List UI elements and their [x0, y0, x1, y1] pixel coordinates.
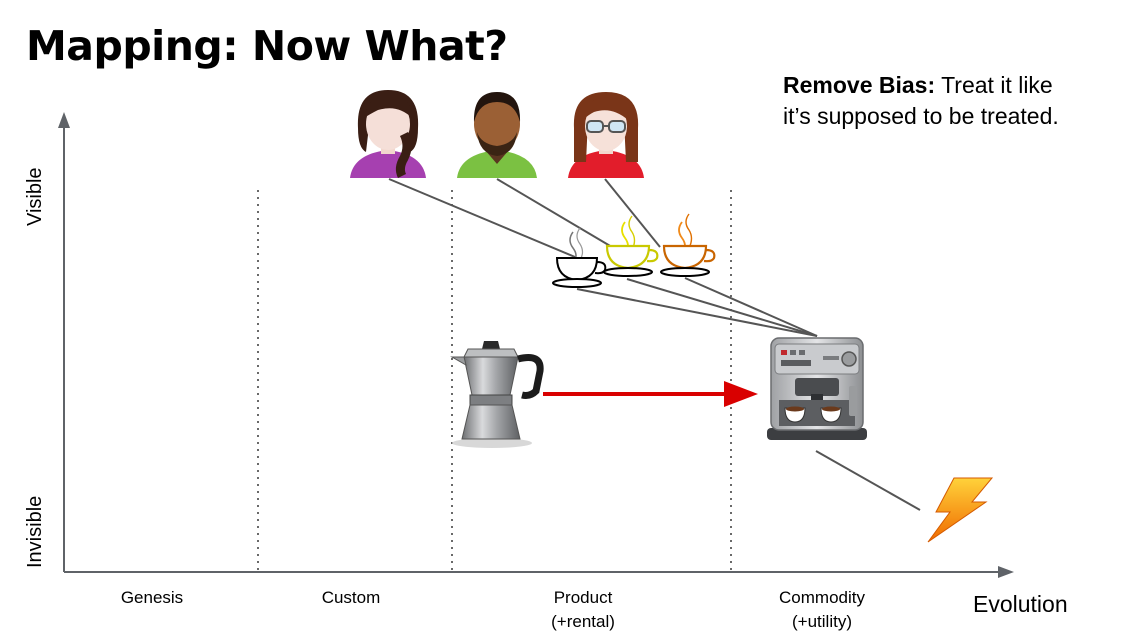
- stage-commodity-line1: Commodity: [779, 588, 865, 607]
- espresso-machine-icon: [767, 337, 867, 440]
- x-axis-arrowhead: [998, 566, 1014, 578]
- moka-pot-icon: [450, 341, 544, 448]
- stage-custom-line1: Custom: [321, 588, 381, 607]
- stage-dividers: [257, 190, 732, 570]
- link-cup2-machine: [626, 278, 818, 337]
- coffee-cup-yellow-icon: [603, 215, 659, 277]
- stage-label-commodity: Commodity (+utility): [742, 586, 902, 634]
- stage-product-line2: (+rental): [551, 612, 615, 631]
- note-heading: Remove Bias:: [783, 72, 936, 98]
- evolution-arrowhead: [724, 381, 758, 407]
- coffee-cup-orange-icon: [660, 213, 716, 277]
- stage-label-custom: Custom: [271, 586, 431, 610]
- link-user2-cup2: [496, 178, 618, 251]
- stage-product-line1: Product: [553, 588, 613, 607]
- coffee-cup-white-icon: [552, 227, 607, 288]
- man-beard-avatar-icon: [457, 92, 537, 178]
- y-axis-arrowhead: [58, 112, 70, 128]
- woman-glasses-avatar-icon: [568, 92, 644, 178]
- link-user3-cup3: [604, 178, 661, 248]
- page-title: Mapping: Now What?: [26, 22, 508, 70]
- woman-braid-avatar-icon: [350, 90, 426, 179]
- stage-label-genesis: Genesis: [72, 586, 232, 610]
- link-machine-power: [815, 450, 921, 511]
- axes: [58, 112, 1014, 578]
- remove-bias-note: Remove Bias: Treat it like it’s supposed…: [783, 70, 1123, 132]
- lightning-bolt-icon: [927, 477, 994, 543]
- stage-commodity-line2: (+utility): [792, 612, 852, 631]
- x-axis-label: Evolution: [973, 591, 1068, 617]
- stage-label-product: Product (+rental): [503, 586, 663, 634]
- link-cup1-machine: [576, 288, 818, 337]
- note-text-line1: Treat it like: [935, 72, 1053, 98]
- dependency-links: [388, 178, 921, 511]
- link-user1-cup1: [388, 178, 576, 258]
- note-text-line2: it’s supposed to be treated.: [783, 103, 1059, 129]
- evolution-arrow: [543, 381, 758, 407]
- stage-genesis-line1: Genesis: [120, 588, 184, 607]
- link-cup3-machine: [684, 277, 818, 337]
